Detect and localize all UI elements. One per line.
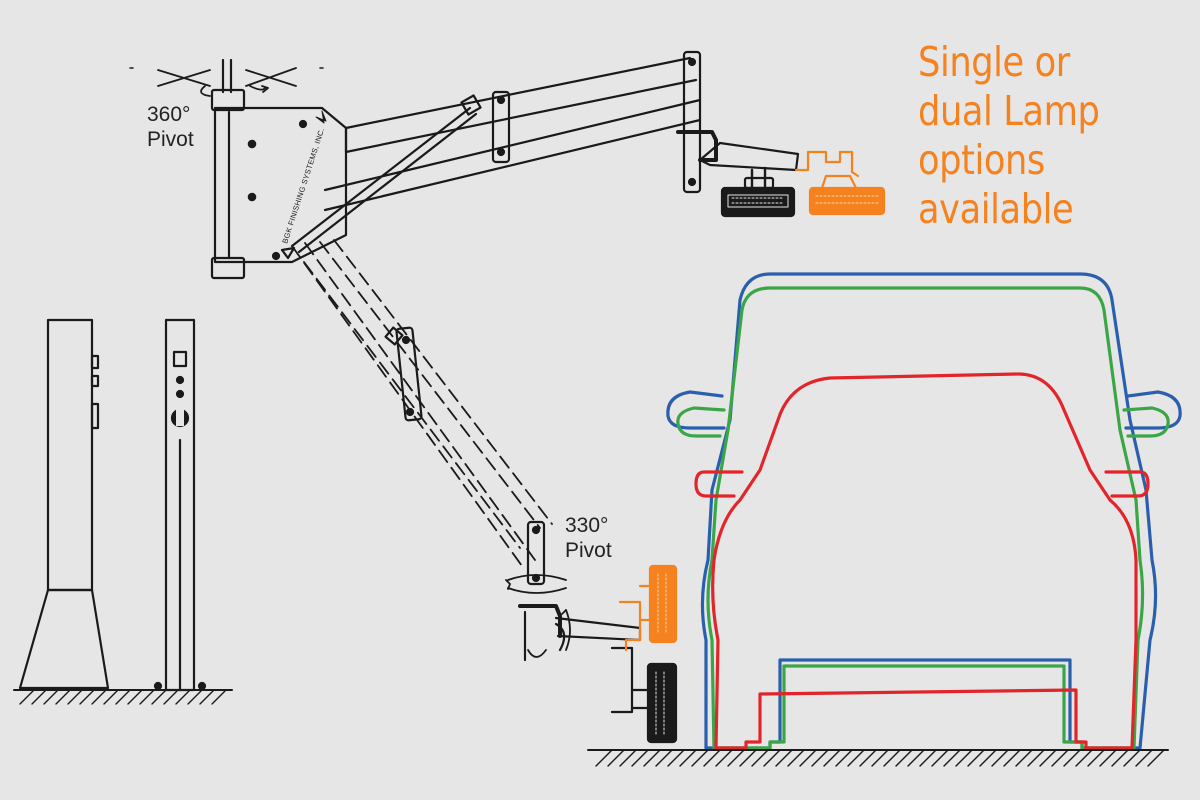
lowered-mid-link (384, 326, 423, 422)
rotation-arrows-icon (505, 574, 571, 658)
boom-arm-raised (290, 50, 800, 254)
brand-mark: BGK FINISHING SYSTEMS, INC. (280, 127, 326, 245)
mount-bracket (210, 88, 348, 280)
pivot-label-top: 360° Pivot (147, 102, 194, 152)
pivot-bottom-angle: 330° (565, 514, 609, 537)
control-panel-front (153, 318, 207, 692)
floor-left (13, 689, 233, 705)
lamp-primary-lower-icon (610, 646, 678, 744)
callout-line-3: options (918, 136, 1045, 184)
floor-right (587, 749, 1169, 767)
vehicle-outline-medium (676, 286, 1170, 750)
vehicle-outline-small (694, 372, 1150, 750)
pivot-top-word: Pivot (147, 128, 194, 151)
callout-line-1: Single or (918, 38, 1070, 86)
pivot-label-bottom: 330° Pivot (565, 513, 612, 563)
boom-arm-lowered (291, 239, 553, 567)
pivot-top-angle: 360° (147, 103, 191, 126)
callout-line-4: available (918, 185, 1074, 233)
vehicle-outline-large (666, 272, 1182, 750)
lamp-alternate-upper-icon (794, 150, 886, 216)
callout-line-2: dual Lamp (918, 87, 1100, 135)
ceiling-mount (129, 58, 324, 94)
lamp-primary-icon (720, 166, 796, 218)
lamp-alternate-lower-icon (618, 564, 678, 652)
rotation-arrows-icon (157, 67, 297, 97)
control-panel-side (18, 318, 110, 690)
pivot-bottom-word: Pivot (565, 539, 612, 562)
lamp-options-callout: Single or dual Lamp options available (918, 38, 1150, 234)
